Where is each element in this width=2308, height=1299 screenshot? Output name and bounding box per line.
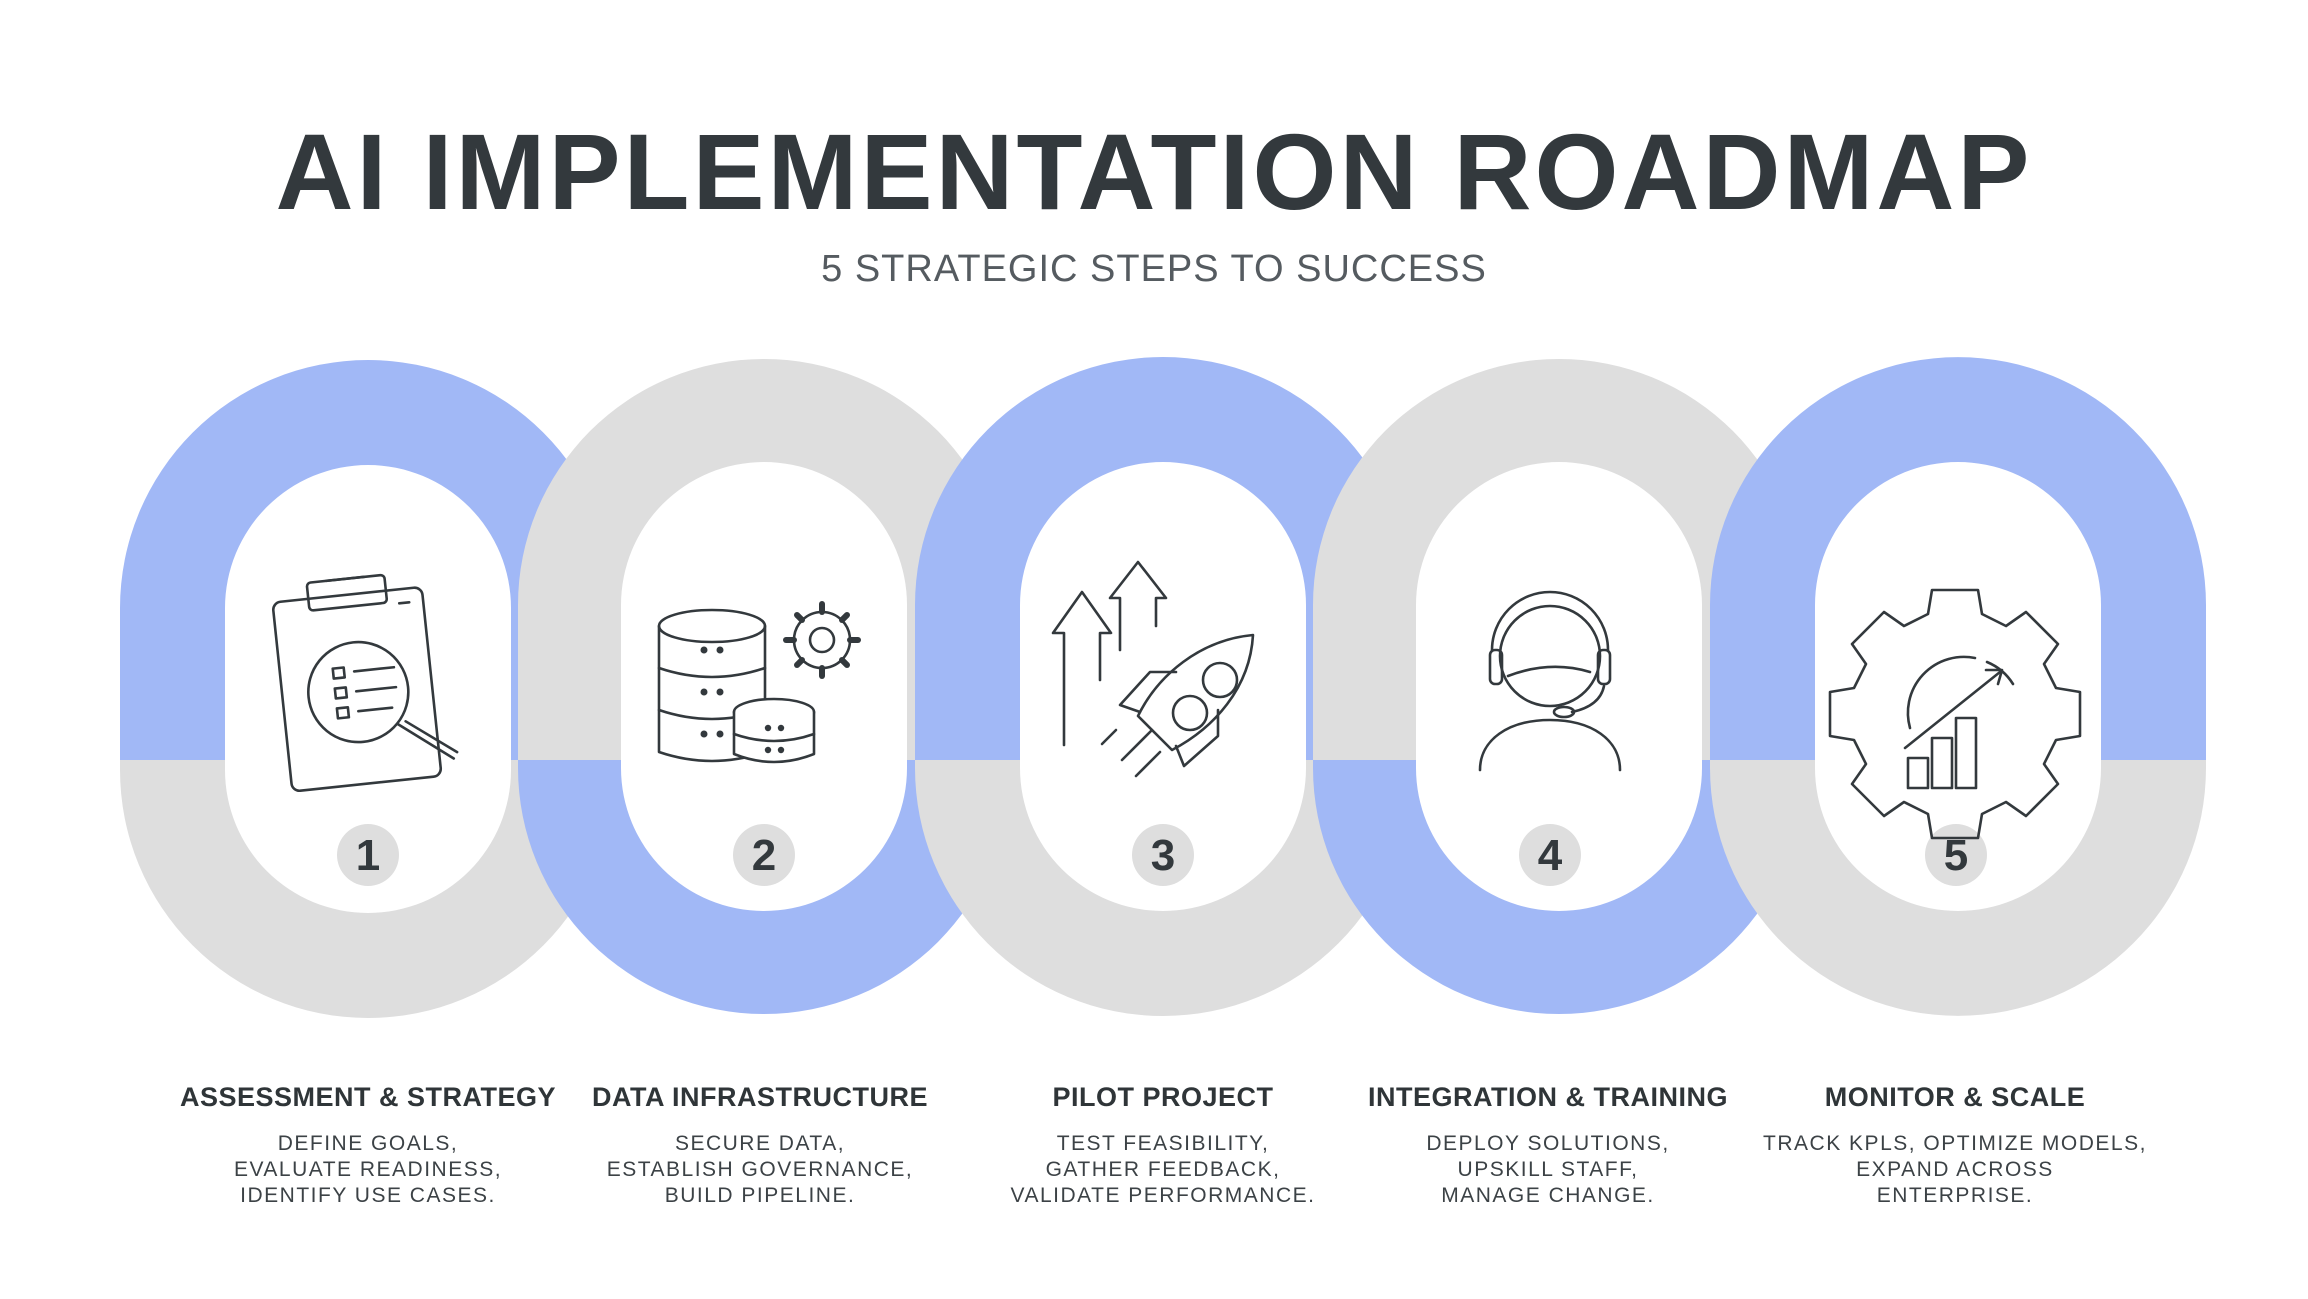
ring-5-top-half	[1710, 357, 2206, 760]
ring-1-top-half	[120, 360, 616, 760]
step-label-1: ASSESSMENT & STRATEGY DEFINE GOALS, EVAL…	[158, 1082, 578, 1209]
ring-2-bottom-half	[518, 760, 1010, 1014]
step-title-5: MONITOR & SCALE	[1824, 1082, 2086, 1112]
step-ring-3	[915, 357, 1411, 1016]
step-title-3: PILOT PROJECT	[1052, 1082, 1274, 1112]
ring-2-top-half	[518, 359, 1010, 760]
step-title-2: DATA INFRASTRUCTURE	[592, 1082, 928, 1112]
ring-5-bottom-half	[1710, 760, 2206, 1016]
ring-4-bottom-half	[1313, 760, 1805, 1014]
step-5-line-2: EXPAND ACROSS	[1856, 1158, 2054, 1181]
step-number-circle-3	[1132, 824, 1194, 886]
step-description-4: DEPLOY SOLUTIONS, UPSKILL STAFF, MANAGE …	[1338, 1131, 1758, 1209]
step-number-circle-1	[337, 824, 399, 886]
step-description-5: TRACK KPLS, OPTIMIZE MODELS, EXPAND ACRO…	[1745, 1131, 2165, 1209]
page-title: AI IMPLEMENTATION ROADMAP	[275, 111, 2033, 232]
step-1-line-1: DEFINE GOALS,	[277, 1132, 459, 1155]
step-description-3: TEST FEASIBILITY, GATHER FEEDBACK, VALID…	[953, 1131, 1373, 1209]
database-gear-icon	[657, 601, 861, 764]
gear-growth-chart-icon	[1828, 588, 2082, 840]
page-subtitle: 5 STRATEGIC STEPS TO SUCCESS	[821, 248, 1487, 290]
step-number-2: 2	[752, 831, 776, 880]
step-ring-5	[1710, 357, 2206, 1016]
step-3-line-3: VALIDATE PERFORMANCE.	[1010, 1184, 1316, 1207]
clipboard-search-icon	[271, 573, 459, 793]
ring-1-bottom-half	[120, 760, 616, 1018]
ring-3-bottom-half	[915, 760, 1411, 1016]
ring-4-top-half	[1313, 359, 1805, 760]
step-label-4: INTEGRATION & TRAINING DEPLOY SOLUTIONS,…	[1338, 1082, 1758, 1209]
step-4-line-2: UPSKILL STAFF,	[1457, 1158, 1639, 1181]
rocket-growth-icon	[1051, 560, 1255, 778]
step-number-circle-4	[1519, 824, 1581, 886]
step-ring-4	[1313, 359, 1805, 1014]
step-3-line-2: GATHER FEEDBACK,	[1045, 1158, 1281, 1181]
step-number-circle-2	[733, 824, 795, 886]
step-4-line-1: DEPLOY SOLUTIONS,	[1426, 1132, 1670, 1155]
step-5-line-3: ENTERPRISE.	[1876, 1184, 2034, 1207]
step-1-line-2: EVALUATE READINESS,	[233, 1158, 503, 1181]
step-title-4: INTEGRATION & TRAINING	[1368, 1082, 1728, 1112]
step-ring-2	[518, 359, 1010, 1014]
step-number-3: 3	[1151, 831, 1175, 880]
step-number-1: 1	[356, 831, 380, 880]
step-2-line-1: SECURE DATA,	[674, 1132, 846, 1155]
step-ring-1	[120, 360, 616, 1018]
step-description-1: DEFINE GOALS, EVALUATE READINESS, IDENTI…	[158, 1131, 578, 1209]
ring-3-top-half	[915, 357, 1411, 760]
step-number-circle-5	[1925, 824, 1987, 886]
step-number-4: 4	[1538, 831, 1563, 880]
step-description-2: SECURE DATA, ESTABLISH GOVERNANCE, BUILD…	[550, 1131, 970, 1209]
step-4-line-3: MANAGE CHANGE.	[1441, 1184, 1655, 1207]
step-title-1: ASSESSMENT & STRATEGY	[179, 1082, 557, 1112]
step-1-line-3: IDENTIFY USE CASES.	[240, 1184, 496, 1207]
step-2-line-3: BUILD PIPELINE.	[664, 1184, 856, 1207]
step-label-5: MONITOR & SCALE TRACK KPLS, OPTIMIZE MOD…	[1745, 1082, 2165, 1209]
headset-person-icon	[1478, 590, 1622, 772]
step-label-3: PILOT PROJECT TEST FEASIBILITY, GATHER F…	[953, 1082, 1373, 1209]
step-5-line-1: TRACK KPLS, OPTIMIZE MODELS,	[1763, 1132, 2147, 1155]
step-label-2: DATA INFRASTRUCTURE SECURE DATA, ESTABLI…	[550, 1082, 970, 1209]
step-3-line-1: TEST FEASIBILITY,	[1056, 1132, 1270, 1155]
step-2-line-2: ESTABLISH GOVERNANCE,	[606, 1158, 914, 1181]
